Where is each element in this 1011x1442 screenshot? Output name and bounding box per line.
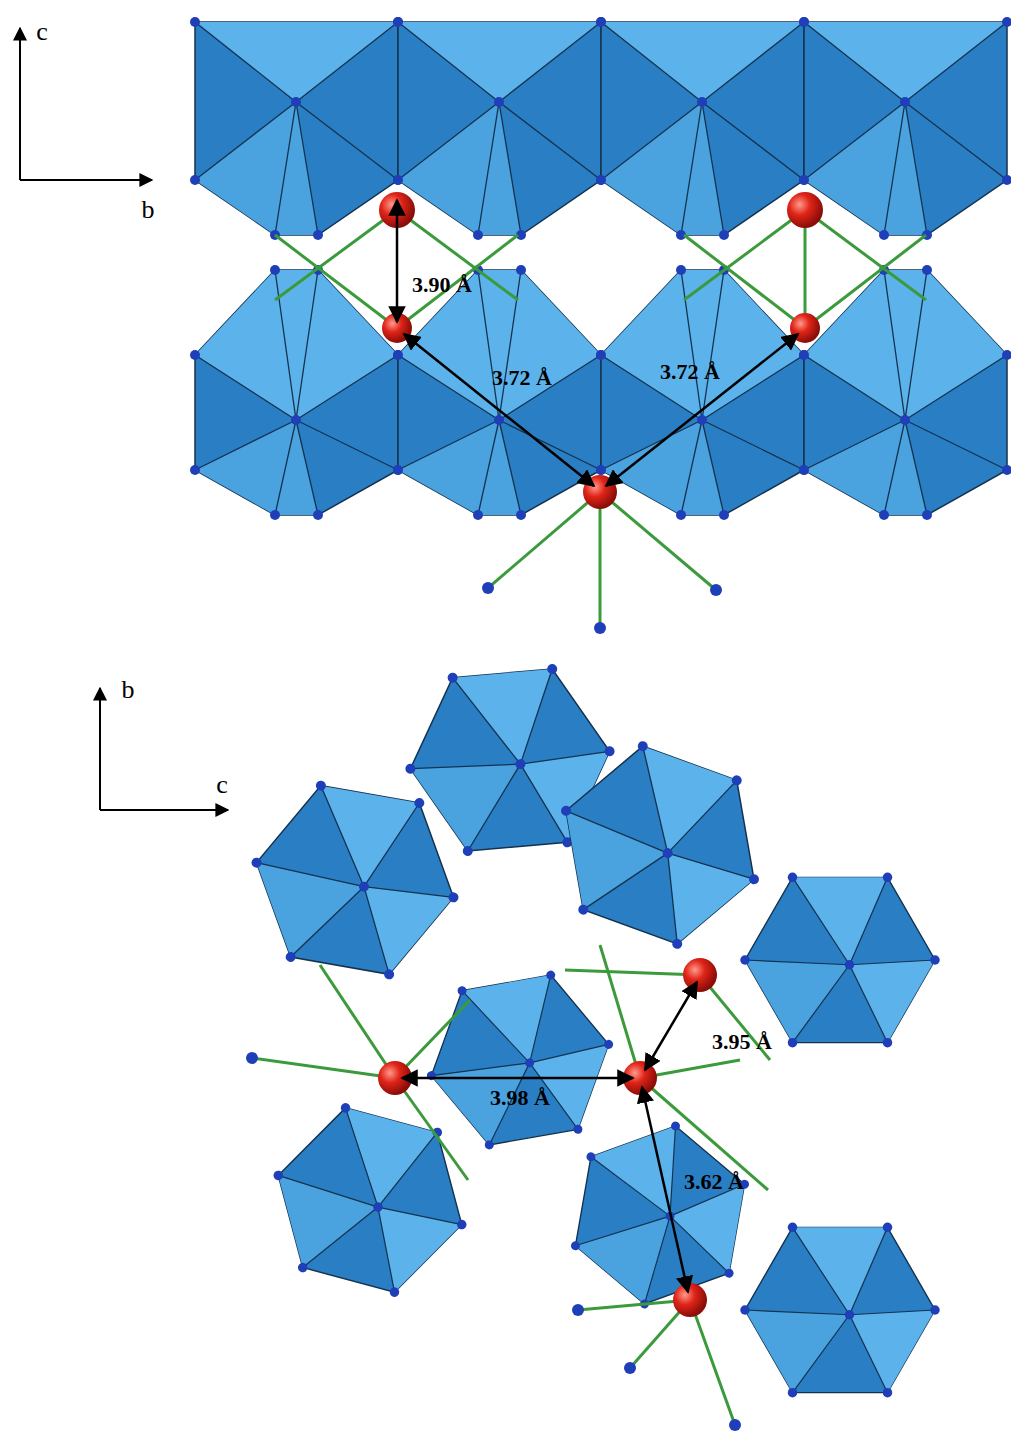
axis-label: c <box>216 771 228 800</box>
structure-part <box>799 17 1011 240</box>
structure-part <box>99 688 101 810</box>
structure-part <box>683 958 717 992</box>
structure-part <box>673 1283 707 1317</box>
structure-part <box>543 1105 777 1325</box>
oxygen-dots <box>246 1052 741 1431</box>
octahedra-layer <box>190 17 1011 520</box>
structure-part <box>600 492 716 590</box>
oxygen-dots <box>482 582 722 634</box>
cation-spheres <box>379 192 823 509</box>
distance-label: 3.95 Å <box>712 1030 772 1054</box>
structure-part <box>396 200 399 322</box>
structure-part <box>190 17 403 240</box>
structure-part <box>404 334 594 486</box>
structure-part <box>710 584 722 596</box>
structure-part <box>252 1058 395 1078</box>
axis-label: c <box>36 18 48 47</box>
structure-part <box>402 1077 633 1080</box>
structure-part <box>805 235 926 328</box>
axis-label: b <box>142 196 155 225</box>
structure-part <box>530 723 790 968</box>
structure-part <box>624 1362 636 1374</box>
octahedra-chain <box>236 659 940 1397</box>
structure-part <box>572 1304 584 1316</box>
structure-part <box>729 1419 741 1431</box>
structure-part <box>690 1300 735 1425</box>
distance-label: 3.98 Å <box>490 1086 550 1110</box>
structure-part <box>684 210 805 300</box>
structure-part <box>799 265 1011 520</box>
structure-part <box>246 1052 258 1064</box>
structure-part <box>740 873 940 1048</box>
structure-part <box>190 265 403 520</box>
structure-part <box>594 622 606 634</box>
structure-part <box>790 313 820 343</box>
structure-part <box>413 962 628 1158</box>
distance-label: 3.90 Å <box>412 273 472 297</box>
structure-part <box>642 1087 688 1292</box>
structure-part <box>393 265 606 520</box>
structure-part <box>684 235 805 328</box>
structure-part <box>275 210 397 300</box>
structure-part <box>20 179 152 181</box>
bond-lines <box>275 210 926 628</box>
structure-part <box>740 1223 940 1398</box>
structure-part <box>596 265 809 520</box>
structure-part <box>600 945 640 1078</box>
structure-part <box>599 492 602 628</box>
structure-part <box>787 192 823 228</box>
structure-part <box>397 235 518 328</box>
structure-part <box>596 17 809 240</box>
structure-part <box>488 492 600 588</box>
structure-part <box>393 17 606 240</box>
distance-label: 3.72 Å <box>660 360 720 384</box>
structure-part <box>645 982 697 1070</box>
structure-part <box>395 1078 468 1180</box>
structure-part <box>805 210 926 300</box>
structure-part <box>251 1090 489 1310</box>
distance-label: 3.62 Å <box>684 1170 744 1194</box>
axis-label: b <box>122 676 135 705</box>
structure-part <box>19 28 21 180</box>
structure-part <box>275 235 397 328</box>
bond-lines <box>252 945 770 1425</box>
distance-label: 3.72 Å <box>492 366 552 390</box>
structure-part <box>397 210 518 300</box>
structure-part <box>482 582 494 594</box>
structure-part <box>320 965 395 1078</box>
distance-arrows <box>397 200 798 1292</box>
structure-part <box>606 334 798 486</box>
structure-part <box>100 809 228 811</box>
cation-spheres <box>378 958 717 1317</box>
structure-part <box>565 970 700 975</box>
